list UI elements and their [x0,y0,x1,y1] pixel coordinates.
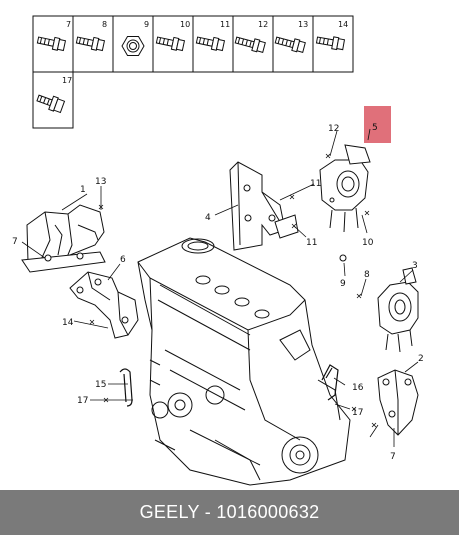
bracket-part-6 [69,271,139,339]
hook-part-16 [321,364,339,401]
hook-part-15 [119,368,133,407]
callout-6: 6 [120,255,126,265]
exploded-parts-diagram: 7 8 9 10 11 12 13 14 17 [12,15,424,486]
bracket-part-2 [377,369,419,436]
fastener-label-8: 8 [102,20,107,29]
fastener-label-13: 13 [298,20,308,29]
callout-9: 9 [340,279,346,289]
mount-part-5 [319,144,371,233]
leader-lines [21,128,419,447]
bolt-icon [36,94,66,114]
callout-12: 12 [328,124,339,134]
bolt-icon [36,36,67,52]
callout-5: 5 [372,123,378,133]
callout-7: 7 [12,237,18,247]
callout-17: 17 [77,396,88,406]
fastener-label-12: 12 [258,20,268,29]
callout-8: 8 [364,270,370,280]
callout-1: 1 [80,185,86,195]
washer-part-9 [339,254,347,262]
callout-10: 10 [362,238,374,248]
mount-part-1 [21,204,106,273]
part-number-footer: GEELY - 1016000632 [0,490,459,535]
engine-block [137,237,351,486]
fastener-label-14: 14 [338,20,348,29]
fastener-grid [32,15,354,129]
callout-11: 11 [310,179,321,189]
callout-11: 11 [306,238,317,248]
callout-16: 16 [352,383,364,393]
fastener-label-11: 11 [220,20,230,29]
callout-17: 17 [352,408,363,418]
fastener-label-7: 7 [66,20,71,29]
fastener-label-10: 10 [180,20,190,29]
callout-14: 14 [62,318,74,328]
nut-icon [121,36,145,56]
bolt-icon [155,36,186,52]
fastener-box-17 [32,71,74,129]
callout-numbers: 1 13 7 6 14 15 17 4 12 5 11 11 10 9 8 3 … [12,123,424,462]
callout-3: 3 [412,261,418,271]
fastener-label-9: 9 [144,20,149,29]
bolt-icon [315,36,346,51]
callout-7: 7 [390,452,396,462]
fastener-box-14 [312,15,354,73]
bolt-icon [195,36,226,52]
leader-ticks [89,153,377,428]
callout-15: 15 [95,380,106,390]
mount-part-3 [377,267,419,353]
callout-13: 13 [95,177,106,187]
callout-2: 2 [418,354,424,364]
bracket-part-4 [229,161,286,251]
bolt-icon [234,36,266,53]
fastener-numbers: 7 8 9 10 11 12 13 14 17 [62,20,348,85]
bolt-icon [274,36,306,53]
fastener-label-17: 17 [62,76,72,85]
bracket-foot [274,214,299,239]
bolt-icon [75,36,106,52]
callout-4: 4 [205,213,211,223]
